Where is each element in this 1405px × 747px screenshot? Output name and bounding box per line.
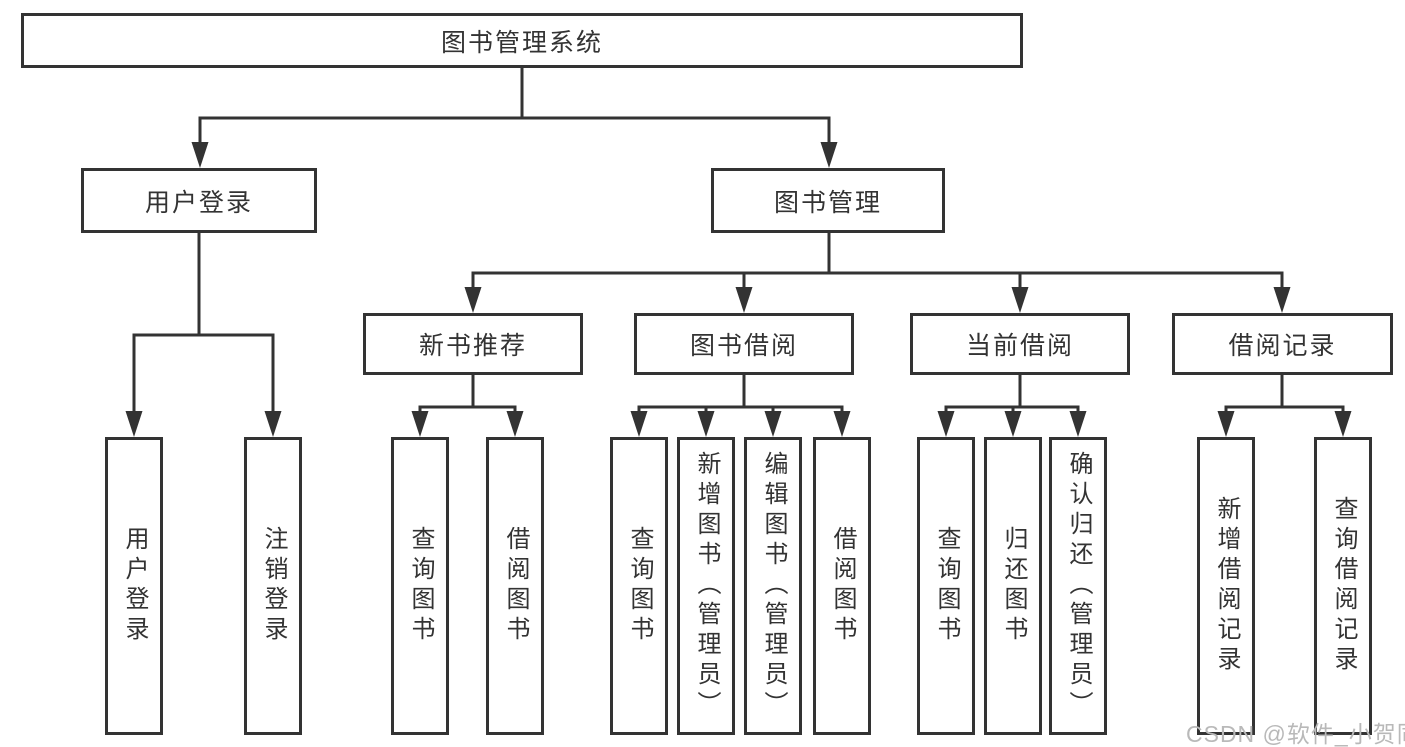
- leaf-user-login: 用户登录: [105, 437, 163, 735]
- leaf-add-books-admin: 新增图书（管理员）: [677, 437, 735, 735]
- leaf-borrow-books-1: 借阅图书: [486, 437, 544, 735]
- leaf-borrow-books-1-label: 借阅图书: [502, 526, 529, 646]
- node-borrow-records-label: 借阅记录: [1228, 332, 1337, 360]
- leaf-logout: 注销登录: [244, 437, 302, 735]
- leaf-edit-books-admin: 编辑图书（管理员）: [744, 437, 802, 735]
- node-new-book-recommend-label: 新书推荐: [418, 332, 527, 360]
- leaf-query-books-2: 查询图书: [610, 437, 668, 735]
- leaf-query-borrow-record-label: 查询借阅记录: [1330, 496, 1357, 676]
- node-book-borrow: 图书借阅: [634, 313, 854, 375]
- leaf-add-borrow-record: 新增借阅记录: [1197, 437, 1255, 735]
- node-borrow-records: 借阅记录: [1172, 313, 1393, 375]
- watermark: CSDN @软件_小贺同学: [1186, 721, 1405, 747]
- leaf-edit-books-admin-label: 编辑图书（管理员）: [760, 451, 787, 721]
- leaf-query-books-3: 查询图书: [917, 437, 975, 735]
- leaf-confirm-return-admin-label: 确认归还（管理员）: [1065, 451, 1092, 721]
- node-root-system: 图书管理系统: [21, 13, 1023, 68]
- leaf-query-borrow-record: 查询借阅记录: [1314, 437, 1372, 735]
- node-user-login: 用户登录: [81, 168, 317, 233]
- leaf-query-books-3-label: 查询图书: [933, 526, 960, 646]
- leaf-borrow-books-2: 借阅图书: [813, 437, 871, 735]
- node-user-login-label: 用户登录: [144, 188, 253, 217]
- leaf-query-books-1-label: 查询图书: [407, 526, 434, 646]
- leaf-confirm-return-admin: 确认归还（管理员）: [1049, 437, 1107, 735]
- arrowheads: [125, 142, 1352, 437]
- node-book-borrow-label: 图书借阅: [689, 332, 798, 360]
- leaf-add-books-admin-label: 新增图书（管理员）: [693, 451, 720, 721]
- leaf-query-books-2-label: 查询图书: [626, 526, 653, 646]
- leaf-borrow-books-2-label: 借阅图书: [829, 526, 856, 646]
- node-current-borrow: 当前借阅: [910, 313, 1130, 375]
- node-new-book-recommend: 新书推荐: [363, 313, 583, 375]
- leaf-user-login-label: 用户登录: [121, 526, 148, 646]
- node-current-borrow-label: 当前借阅: [965, 332, 1074, 360]
- leaf-return-books: 归还图书: [984, 437, 1042, 735]
- node-root-label: 图书管理系统: [440, 28, 603, 57]
- node-book-management: 图书管理: [711, 168, 945, 233]
- leaf-return-books-label: 归还图书: [1000, 526, 1027, 646]
- node-book-management-label: 图书管理: [773, 188, 882, 217]
- leaf-logout-label: 注销登录: [260, 526, 287, 646]
- leaf-query-books-1: 查询图书: [391, 437, 449, 735]
- leaf-add-borrow-record-label: 新增借阅记录: [1213, 496, 1240, 676]
